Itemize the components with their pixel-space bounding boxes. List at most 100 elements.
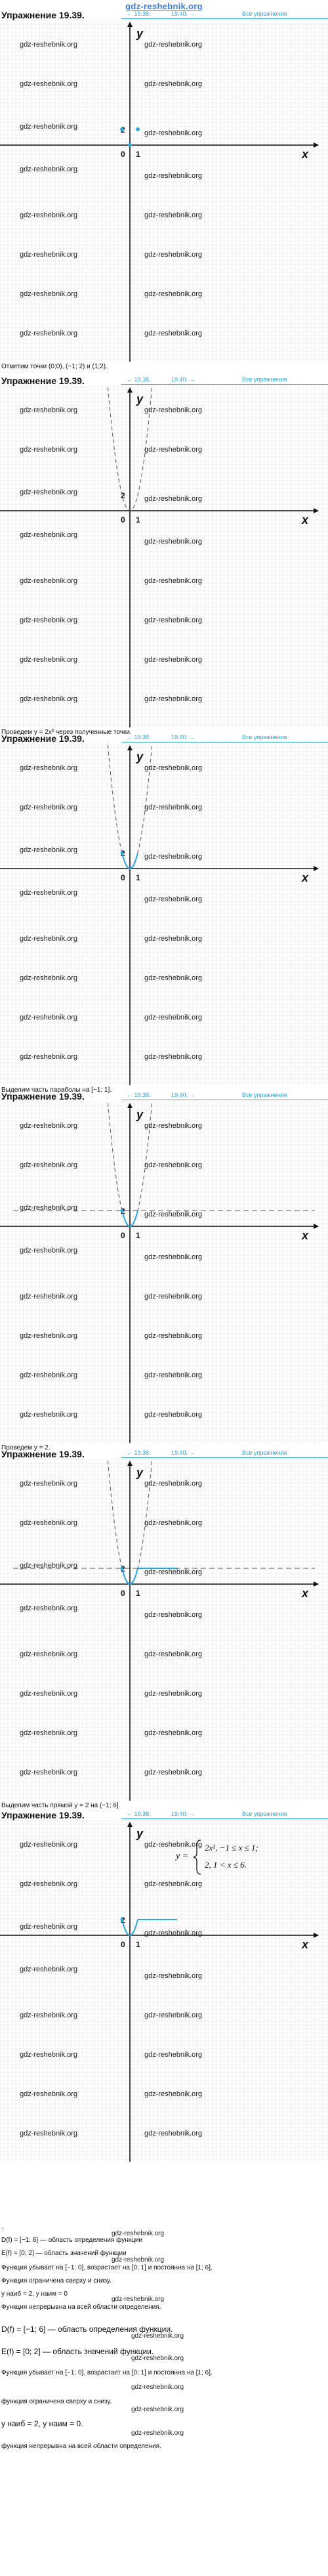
marked-point	[120, 127, 124, 131]
watermark: gdz-reshebnik.org	[20, 1161, 77, 1169]
x-axis-arrow	[314, 142, 319, 148]
origin-label: 0	[121, 1231, 125, 1240]
watermark: gdz-reshebnik.org	[20, 1053, 77, 1061]
watermark: gdz-reshebnik.org	[144, 1122, 202, 1130]
watermark: gdz-reshebnik.org	[20, 577, 77, 585]
graph-area: xy012gdz-reshebnik.orggdz-reshebnik.orgg…	[0, 1459, 328, 1801]
grid	[0, 386, 328, 727]
watermark: gdz-reshebnik.org	[131, 2332, 184, 2340]
system-row-1: 2x², −1 ≤ x ≤ 1;	[205, 1843, 258, 1853]
x-axis-label: x	[301, 1229, 309, 1242]
prev-exercise-link[interactable]: ← 19.38.	[127, 1449, 151, 1456]
exercise-header: Упражнение 19.39. ← 19.38. 19.40. → Все упр…	[0, 1809, 328, 1822]
grid	[0, 1102, 328, 1443]
watermark: gdz-reshebnik.org	[144, 1929, 202, 1937]
all-exercises-link[interactable]: Все упражнения	[242, 376, 287, 383]
watermark: gdz-reshebnik.org	[20, 1480, 77, 1488]
summary-line: E(f) = [0; 2] — область значений функции	[1, 2250, 127, 2257]
watermark: gdz-reshebnik.org	[144, 1411, 202, 1419]
watermark: gdz-reshebnik.org	[144, 446, 202, 454]
watermark: gdz-reshebnik.org	[20, 406, 77, 414]
watermark: gdz-reshebnik.org	[20, 764, 77, 772]
next-exercise-link[interactable]: 19.40. →	[171, 734, 195, 741]
graph-area: xy012gdz-reshebnik.orggdz-reshebnik.orgg…	[0, 20, 328, 362]
y-axis-arrow	[127, 387, 133, 393]
watermark: gdz-reshebnik.org	[20, 804, 77, 811]
y-two-label: 2	[121, 491, 125, 500]
prev-exercise-link[interactable]: ← 19.38.	[127, 11, 151, 17]
watermark: gdz-reshebnik.org	[144, 2011, 202, 2019]
endpoint	[120, 851, 124, 855]
summary-line: .	[1, 2223, 3, 2231]
watermark: gdz-reshebnik.org	[20, 1332, 77, 1340]
grid	[0, 744, 328, 1085]
site-logo[interactable]: gdz-reshebnik.org	[125, 1, 203, 11]
exercise-title: Упражнение 19.39.	[1, 1810, 85, 1820]
watermark: gdz-reshebnik.org	[20, 531, 77, 539]
watermark: gdz-reshebnik.org	[20, 695, 77, 703]
coordinate-plane: xy012gdz-reshebnik.orggdz-reshebnik.orgg…	[0, 1102, 328, 1443]
watermark: gdz-reshebnik.org	[144, 1371, 202, 1379]
exercise-nav: ← 19.38. 19.40. → Все упражнения	[121, 10, 328, 19]
watermark: gdz-reshebnik.org	[144, 1769, 202, 1776]
watermark: gdz-reshebnik.org	[20, 1204, 77, 1212]
watermark: gdz-reshebnik.org	[112, 2296, 165, 2303]
all-exercises-link[interactable]: Все упражнения	[242, 734, 287, 741]
origin-label: 0	[121, 1589, 125, 1598]
y-axis-label: y	[136, 1827, 144, 1840]
next-exercise-link[interactable]: 19.40. →	[171, 376, 195, 383]
graph-area: xy012gdz-reshebnik.orggdz-reshebnik.orgg…	[0, 744, 328, 1085]
system-lhs: y =	[174, 1851, 188, 1861]
watermark: gdz-reshebnik.org	[144, 330, 202, 337]
watermark: gdz-reshebnik.org	[144, 1293, 202, 1300]
y-axis-label: y	[136, 27, 144, 40]
watermark: gdz-reshebnik.org	[20, 211, 77, 219]
solution-text: . D(f) = [−1; 6] — область определения ф…	[0, 2222, 328, 2576]
all-exercises-link[interactable]: Все упражнения	[242, 1811, 287, 1817]
step-caption: Выделим часть параболы на [−1; 1].	[1, 1086, 112, 1094]
watermark: gdz-reshebnik.org	[144, 538, 202, 546]
prev-exercise-link[interactable]: ← 19.38.	[127, 734, 151, 741]
watermark: gdz-reshebnik.org	[20, 2090, 77, 2098]
watermark: gdz-reshebnik.org	[144, 2090, 202, 2098]
watermark: gdz-reshebnik.org	[20, 1729, 77, 1737]
all-exercises-link[interactable]: Все упражнения	[242, 1449, 287, 1456]
next-exercise-link[interactable]: 19.40. →	[171, 1092, 195, 1098]
watermark: gdz-reshebnik.org	[131, 2384, 184, 2391]
prev-exercise-link[interactable]: ← 19.38.	[127, 1092, 151, 1098]
endpoint	[120, 1918, 124, 1921]
watermark: gdz-reshebnik.org	[144, 1480, 202, 1488]
endpoint	[120, 1566, 124, 1570]
exercise-nav: ← 19.38. 19.40. → Все упражнения	[121, 1449, 328, 1458]
all-exercises-link[interactable]: Все упражнения	[242, 11, 287, 17]
watermark: gdz-reshebnik.org	[144, 895, 202, 903]
watermark: gdz-reshebnik.org	[131, 2406, 184, 2413]
watermark: gdz-reshebnik.org	[20, 1411, 77, 1419]
next-exercise-link[interactable]: 19.40. →	[171, 1449, 195, 1456]
x-axis-arrow	[314, 1224, 319, 1229]
y-axis-label: y	[136, 393, 144, 406]
watermark: gdz-reshebnik.org	[144, 290, 202, 298]
prev-exercise-link[interactable]: ← 19.38.	[127, 376, 151, 383]
origin-label: 0	[121, 1940, 125, 1949]
next-exercise-link[interactable]: 19.40. →	[171, 11, 195, 17]
watermark: gdz-reshebnik.org	[144, 935, 202, 943]
watermark: gdz-reshebnik.org	[131, 2430, 184, 2437]
watermark: gdz-reshebnik.org	[20, 1769, 77, 1776]
watermark: gdz-reshebnik.org	[144, 80, 202, 88]
watermark: gdz-reshebnik.org	[144, 1332, 202, 1340]
next-exercise-link[interactable]: 19.40. →	[171, 1811, 195, 1817]
watermark: gdz-reshebnik.org	[20, 1562, 77, 1570]
parabola-segment	[121, 1568, 138, 1585]
exercise-step-1: Упражнение 19.39.← 19.38.19.40. →Все упр…	[0, 9, 328, 370]
step-caption: Проведем y = 2.	[1, 1444, 51, 1451]
watermark: gdz-reshebnik.org	[144, 1211, 202, 1218]
coordinate-plane: xy012gdz-reshebnik.orggdz-reshebnik.orgg…	[0, 20, 328, 362]
prev-exercise-link[interactable]: ← 19.38.	[127, 1811, 151, 1817]
watermark: gdz-reshebnik.org	[20, 1519, 77, 1527]
all-exercises-link[interactable]: Все упражнения	[242, 1092, 287, 1098]
exercise-header: Упражнение 19.39.← 19.38.19.40. →Все упр…	[0, 1090, 328, 1103]
watermark: gdz-reshebnik.org	[20, 1841, 77, 1849]
